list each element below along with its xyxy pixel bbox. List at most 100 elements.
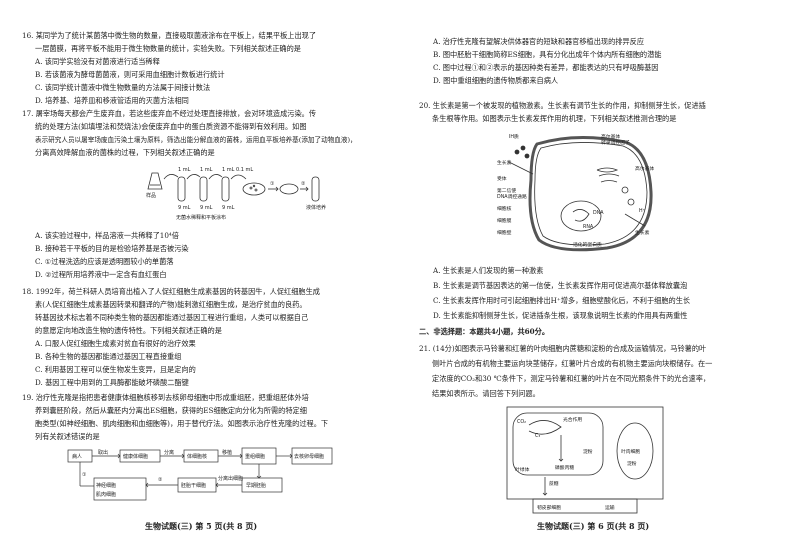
- tube-volume-label: 0.1 mL: [236, 167, 253, 173]
- q20-line: 条生根等作用。如图表示生长素发挥作用的机理，下列相关叙述推测合理的是: [432, 114, 677, 123]
- diagram-label: 光合作用: [563, 416, 582, 423]
- differentiated-cells-box: [93, 477, 147, 501]
- section-heading: 二、非选择题：本题共4小题，共60分。: [419, 327, 550, 336]
- chloroplast: [512, 412, 604, 476]
- q19-line: 养到囊胚阶段，然后从囊胚内分离出ES细胞，获得的ES细胞定向分化为所需的特定细: [35, 406, 307, 415]
- diagram-label: 生长素: [497, 159, 512, 166]
- diagram-label: DNA调控通路: [497, 193, 527, 200]
- node-label: 神经细胞: [96, 482, 116, 489]
- test-tube: [199, 176, 208, 202]
- diagram-label: 韧皮部细胞: [537, 504, 561, 511]
- q17-option-c: C. ①过程洗选的应该是透明圈较小的单菌落: [35, 257, 174, 266]
- water-label: 9 mL: [178, 205, 191, 211]
- q16-line: 16. 某同学为了统计某菌落中微生物的数量，直接吸取菌液涂布在平板上，结果平板上…: [22, 31, 317, 40]
- test-tube: [177, 176, 186, 202]
- sucrose-starch-diagram: CO₂ C₃ 光合作用 磷酸丙糖 叶绿体 蔗糖 淀粉 叶肉细胞 淀粉 韧皮部细胞…: [506, 406, 664, 514]
- dilution-diagram: 1 mL 1 mL 1 mL 0.1 mL 样品 9 mL 9 mL 9 mL …: [146, 167, 326, 221]
- q18-line: 的意愿定向地改造生物的遗传特性。下列相关叙述正确的是: [35, 326, 222, 335]
- diagram-label: 淀粉: [627, 460, 637, 467]
- q19-line: 列有关叙述错误的是: [35, 432, 100, 441]
- q20-option-c: C. 生长素发挥作用时可引起细胞排出H⁺增多，细胞壁酸化后，不利于细胞的生长: [433, 296, 691, 305]
- q17-line: 17. 屠宰场每天都会产生废弃血，若这些废弃血不经过处理直接排放，会对环境造成污…: [22, 109, 317, 118]
- node-label: 去核卵母细胞: [294, 453, 324, 460]
- petri-dish: [279, 183, 299, 195]
- liquid-culture-label: 液体培养: [306, 204, 326, 211]
- node-label: 取出: [98, 449, 108, 456]
- node-label: 重组细胞: [245, 453, 265, 460]
- cell-wall: [528, 136, 653, 252]
- q21-line: 侧叶片合成的有机物主要运向块茎储存，红薯叶片合成的有机物主要运向块根储存。在一: [432, 359, 713, 368]
- q16-line: 一层菌膜，再将平板不能用于微生物数量的统计，实验失败。下列相关叙述正确的是: [35, 44, 301, 53]
- node-label: 早期胚胎: [246, 482, 266, 489]
- diagram-label: 磷酸丙糖: [555, 464, 574, 471]
- nucleus: [560, 200, 602, 232]
- node-label: 胚胎干细胞: [181, 482, 206, 489]
- q17-option-b: B. 接种若干平板的目的是检验培养基是否被污染: [35, 244, 189, 253]
- q16-option-a: A. 该同学实验没有对菌液进行适当稀释: [35, 57, 160, 66]
- right-page-footer: 生物试题(三) 第 6 页(共 8 页): [537, 521, 650, 531]
- diagram-label: DNA: [593, 210, 604, 216]
- diagram-label: IH质: [509, 133, 519, 140]
- node-label: 分离: [164, 449, 174, 456]
- vacuole: [616, 422, 654, 480]
- dna-strand: [572, 209, 590, 222]
- vesicle: [621, 186, 629, 194]
- sample-label: 样品: [146, 192, 156, 199]
- diagram-label: H⁺: [639, 208, 646, 214]
- auxin-mechanism-diagram: IH质 高尔基体 转录调控因子 生长素 受体 第二信使 DNA调控通路 细胞核 …: [497, 133, 654, 252]
- node-label: 体细胞核: [187, 453, 207, 460]
- diagram-label: 叶绿体: [515, 466, 530, 473]
- water-label: 9 mL: [200, 205, 213, 211]
- q21-line: 结果如表所示。请回答下列问题。: [432, 389, 540, 398]
- diagram-label: 高尔基体: [601, 133, 620, 140]
- q19-option-d: D. 图中重组细胞的遗传物质都来自病人: [433, 76, 559, 85]
- q20-line: 20. 生长素是第一个被发现的植物激素。生长素有调节生长的作用，抑制侧芽生长，促…: [419, 101, 706, 110]
- diagram-label: 活化的蛋白质: [573, 241, 602, 248]
- left-page: 16. 某同学为了统计某菌落中微生物的数量，直接吸取菌液涂布在平板上，结果平板上…: [22, 31, 357, 531]
- step-2-label: ②: [301, 181, 306, 187]
- diagram-label: 蔗糖: [549, 480, 559, 487]
- diagram-label: 第二信使: [497, 187, 516, 194]
- q17-line: 表示研究人员以屠宰场废血污染土壤为原料，筛选出能分解血液的菌株，运用血平板培养基…: [35, 136, 357, 144]
- diagram-label: 受体: [497, 175, 507, 182]
- q20-option-b: B. 生长素是调节基因表达的第一信使，生长素发挥作用可促进高尔基体释放囊泡: [433, 281, 688, 290]
- phloem-box: [532, 498, 638, 514]
- node-label: 病人: [72, 453, 82, 460]
- q20-option-a: A. 生长素是人们发现的第一种激素: [433, 266, 544, 275]
- cell-membrane: [534, 142, 648, 246]
- q19-line: 胞类型(如神经细胞、肌肉细胞和血细胞等)，用于替代疗法。如图表示治疗性克隆的过程…: [35, 419, 329, 428]
- right-page: A. 治疗性克隆有望解决供体器官的短缺和器官移植出现的排异反应 B. 图中胚胎干…: [397, 0, 794, 547]
- diagram-label: 叶肉细胞: [621, 448, 640, 455]
- step-label: ②: [158, 477, 163, 483]
- tube-volume-label: 1 mL: [178, 167, 191, 173]
- diagram-label: 细胞膜: [497, 217, 512, 224]
- q19-option-b: B. 图中胚胎干细胞简称ES细胞，具有分化出成年个体内所有细胞的潜能: [433, 50, 662, 59]
- q21-line: 21. (14分)如图表示马铃薯和红薯的叶肉细胞内蔗糖和淀粉的合成及运输情况，马…: [419, 344, 707, 353]
- left-page-footer: 生物试题(三) 第 5 页(共 8 页): [145, 521, 258, 531]
- golgi-apparatus: [596, 167, 620, 183]
- q19-option-a: A. 治疗性克隆有望解决供体器官的短缺和器官移植出现的排异反应: [433, 37, 645, 46]
- tube-volume-label: 1 mL: [200, 167, 213, 173]
- diagram-label: RNA: [583, 224, 594, 230]
- q18-line: 18. 1992年，荷兰科研人员培育出植入了人促红细胞生成素基因的转基因牛，人促…: [22, 287, 320, 296]
- dilution-caption: 无菌水稀释和平板涂布: [176, 214, 226, 221]
- q16-option-b: B. 若该菌液为酵母菌菌液，则可采用血细胞计数板进行统计: [35, 70, 225, 79]
- diagram-label: 细胞核: [497, 205, 512, 212]
- diagram-label: 淀粉: [583, 448, 593, 455]
- q17-option-a: A. 该实验过程中，样品溶液一共稀释了10⁴倍: [35, 231, 179, 240]
- vesicle: [627, 198, 635, 206]
- q20-option-d: D. 生长素能抑制侧芽生长，促进插条生根，该现象说明生长素的作用具有两重性: [433, 311, 688, 320]
- step-label: ①: [82, 472, 87, 478]
- q17-option-d: D. ②过程所用培养液中一定含有血红蛋白: [35, 270, 167, 279]
- q16-option-c: C. 该同学统计菌液中微生物数量的方法属于间接计数法: [35, 83, 211, 92]
- q18-option-c: C. 利用基因工程可以使生物发生变异，且是定向的: [35, 365, 196, 374]
- diagram-label: 高尔基体: [635, 165, 654, 172]
- q17-line: 分离高效降解血液的菌株的过程，下列相关叙述正确的是: [35, 148, 215, 157]
- culture-tube: [311, 176, 320, 202]
- diagram-label: 生长素: [635, 229, 650, 236]
- q17-line: 统的处理方法(如填埋法和焚烧法)会使废弃血中的蛋白质资源不能得到有效利用。如图: [35, 122, 307, 131]
- diagram-label: 细胞壁: [497, 229, 512, 236]
- q18-option-b: B. 各种生物的基因都能通过基因工程直接重组: [35, 352, 182, 361]
- tube-volume-label: 1 mL: [222, 167, 235, 173]
- sample-flask: [147, 172, 163, 190]
